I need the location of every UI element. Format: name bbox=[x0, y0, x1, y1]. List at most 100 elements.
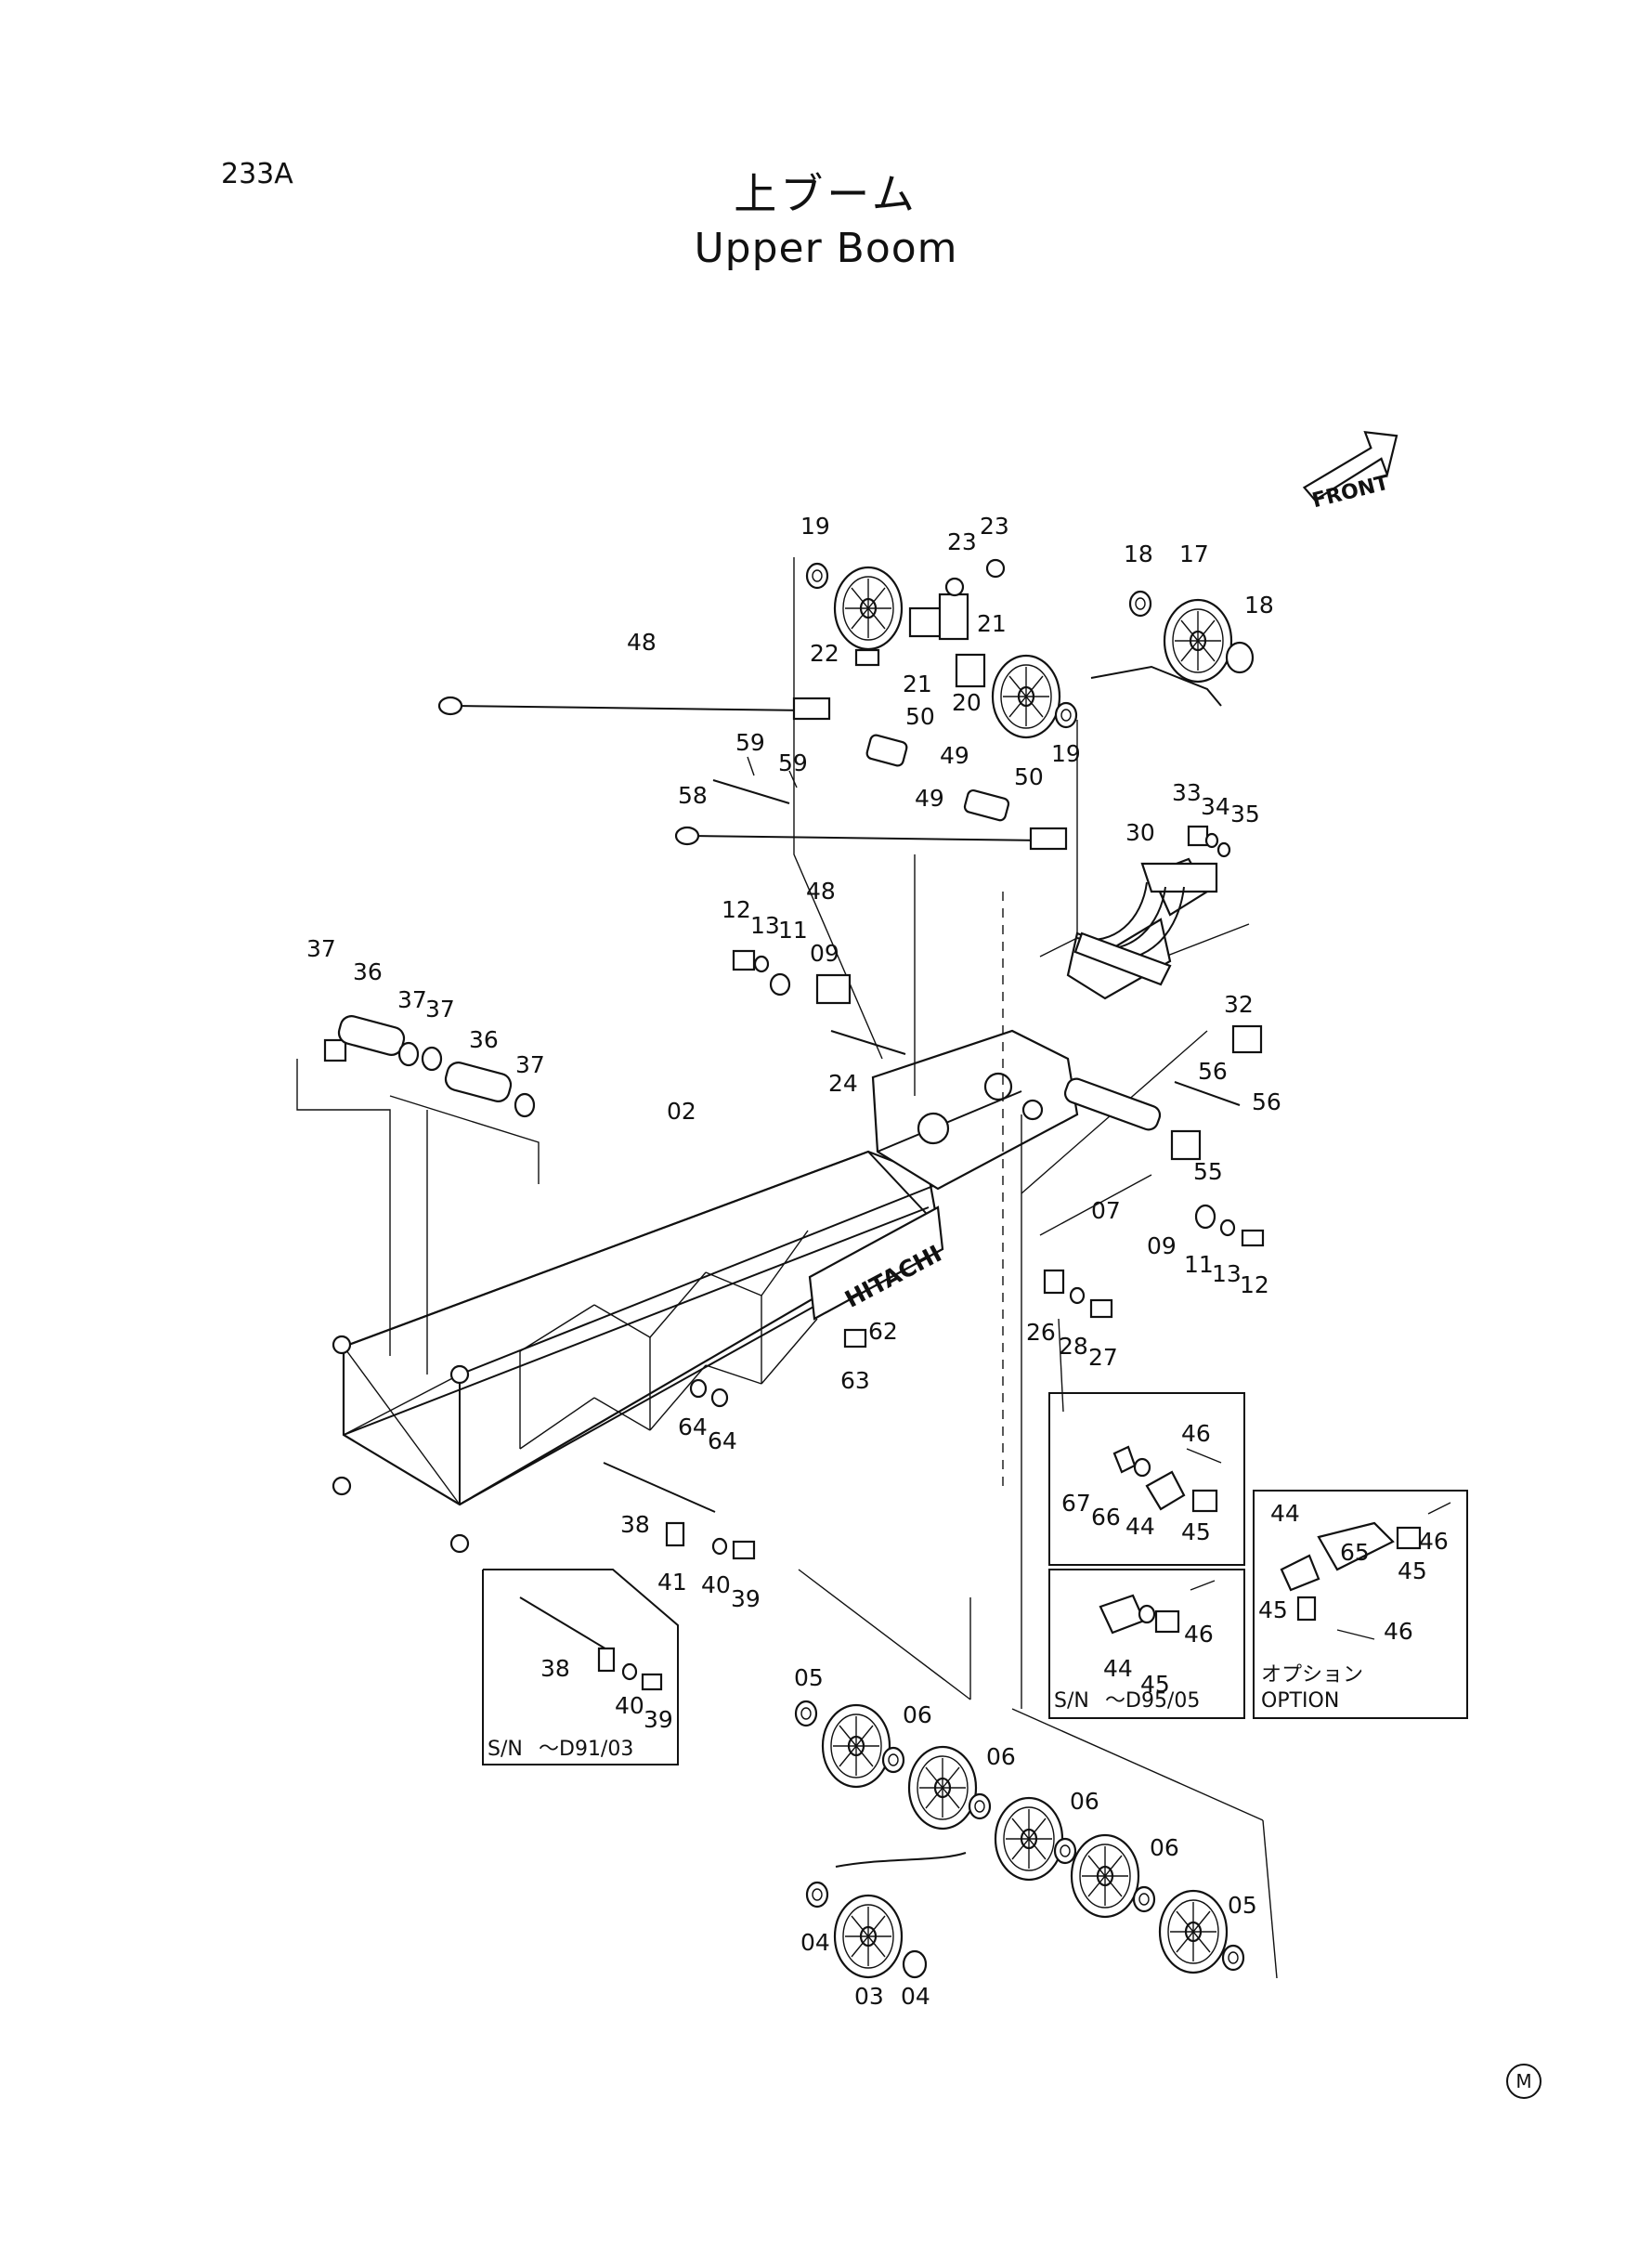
callout-labels: 19 23 23 21 22 21 20 19 18 17 18 48 50 4… bbox=[306, 513, 1449, 2010]
callout: 58 bbox=[678, 782, 708, 809]
callout: 06 bbox=[1150, 1834, 1179, 1861]
callout: 64 bbox=[678, 1414, 708, 1440]
callout: 56 bbox=[1198, 1058, 1228, 1085]
page-code: 233A bbox=[221, 158, 293, 190]
callout: 05 bbox=[794, 1664, 824, 1691]
callout: 46 bbox=[1384, 1618, 1413, 1645]
callout: 23 bbox=[980, 513, 1009, 540]
callout: 21 bbox=[903, 671, 932, 697]
callout: 45 bbox=[1181, 1518, 1211, 1545]
callout: 28 bbox=[1059, 1333, 1088, 1360]
callout: 03 bbox=[854, 1983, 884, 2010]
callout: 46 bbox=[1419, 1528, 1449, 1555]
callout: 19 bbox=[800, 513, 830, 540]
callout: 18 bbox=[1244, 592, 1274, 619]
callout: 04 bbox=[901, 1983, 930, 2010]
upper-boom-frame bbox=[332, 1029, 1079, 1554]
callout: 32 bbox=[1224, 991, 1254, 1018]
callout: 37 bbox=[425, 996, 455, 1023]
serial-range-b: ～D95/05 bbox=[1105, 1689, 1200, 1713]
callout: 27 bbox=[1088, 1344, 1118, 1371]
callout: 37 bbox=[515, 1051, 545, 1078]
callout: 41 bbox=[657, 1569, 687, 1596]
callout: 48 bbox=[627, 629, 657, 656]
callout: 24 bbox=[828, 1070, 858, 1097]
callout: 56 bbox=[1252, 1088, 1281, 1115]
callout: 02 bbox=[667, 1098, 696, 1125]
m-mark-icon: M bbox=[1506, 2064, 1541, 2099]
callout: 46 bbox=[1181, 1420, 1211, 1447]
hose-bracket bbox=[1073, 862, 1218, 986]
callout: 44 bbox=[1103, 1655, 1133, 1682]
callout: 04 bbox=[800, 1929, 830, 1956]
callout: 45 bbox=[1398, 1557, 1427, 1584]
serial-range-a: ～D91/03 bbox=[539, 1738, 633, 1761]
callout: 40 bbox=[615, 1692, 644, 1719]
callout: 64 bbox=[708, 1427, 737, 1454]
front-arrow-icon: FRONT bbox=[1302, 431, 1398, 513]
pendant-ropes bbox=[437, 696, 1068, 851]
detail-box-sn-d95 bbox=[1048, 1569, 1245, 1719]
callout: 40 bbox=[701, 1571, 731, 1598]
callout: 22 bbox=[810, 640, 839, 667]
callout: 62 bbox=[868, 1318, 898, 1345]
callout: 44 bbox=[1270, 1500, 1300, 1527]
detail-box-upper-right bbox=[1048, 1392, 1245, 1566]
callout: 09 bbox=[1147, 1232, 1177, 1259]
detail-box-option bbox=[1253, 1490, 1468, 1719]
callout: 49 bbox=[940, 742, 969, 769]
serial-prefix-a: S/N bbox=[488, 1738, 523, 1761]
callout: 05 bbox=[1228, 1892, 1257, 1919]
callout: 33 bbox=[1172, 779, 1202, 806]
title-japanese: 上ブーム bbox=[734, 169, 918, 219]
callout: 23 bbox=[947, 528, 977, 555]
serial-prefix-b: S/N bbox=[1054, 1689, 1089, 1713]
callout: 50 bbox=[1014, 763, 1044, 790]
option-label-ja: オプション bbox=[1261, 1663, 1363, 1687]
top-sheave-group bbox=[805, 558, 1255, 739]
callout: 45 bbox=[1258, 1596, 1288, 1623]
callout: 06 bbox=[1070, 1788, 1099, 1815]
callout: 26 bbox=[1026, 1319, 1056, 1346]
callout: 38 bbox=[540, 1655, 570, 1682]
callout: 17 bbox=[1179, 541, 1209, 567]
callout: 19 bbox=[1051, 740, 1081, 767]
callout: 11 bbox=[1184, 1251, 1214, 1278]
callout: 37 bbox=[397, 986, 427, 1013]
callout: 37 bbox=[306, 935, 336, 962]
callout: 46 bbox=[1184, 1621, 1214, 1648]
callout: 66 bbox=[1091, 1504, 1121, 1531]
callout: 38 bbox=[620, 1511, 650, 1538]
box-captions: S/N ～D91/03 S/N ～D95/05 オプション OPTION bbox=[488, 1663, 1363, 1761]
callout: 44 bbox=[1125, 1513, 1155, 1540]
callout: 45 bbox=[1140, 1671, 1170, 1698]
callout: 48 bbox=[806, 878, 836, 905]
callout: 06 bbox=[903, 1701, 932, 1728]
callout: 20 bbox=[952, 689, 982, 716]
callout: 59 bbox=[735, 729, 765, 756]
callout: 21 bbox=[977, 610, 1007, 637]
callout: 36 bbox=[353, 958, 383, 985]
callout: 12 bbox=[1240, 1271, 1269, 1298]
callout: 49 bbox=[915, 785, 944, 812]
callout: 55 bbox=[1193, 1158, 1223, 1185]
callout: 63 bbox=[840, 1367, 870, 1394]
detail-box-sn-d91 bbox=[482, 1569, 679, 1765]
callout: 67 bbox=[1061, 1490, 1091, 1517]
callout: 18 bbox=[1124, 541, 1153, 567]
callout: 50 bbox=[905, 703, 935, 730]
callout: 65 bbox=[1340, 1539, 1370, 1566]
callout: 11 bbox=[778, 917, 808, 944]
callout: 13 bbox=[1212, 1260, 1242, 1287]
callout: 39 bbox=[644, 1706, 673, 1733]
callout: 13 bbox=[750, 912, 780, 939]
callout: 30 bbox=[1125, 819, 1155, 846]
callout: 07 bbox=[1091, 1197, 1121, 1224]
callout: 34 bbox=[1201, 793, 1230, 820]
callout: 09 bbox=[810, 940, 839, 967]
callout: 06 bbox=[986, 1743, 1016, 1770]
callout: 39 bbox=[731, 1585, 761, 1612]
callout: 59 bbox=[778, 749, 808, 776]
callout: 35 bbox=[1230, 801, 1260, 827]
